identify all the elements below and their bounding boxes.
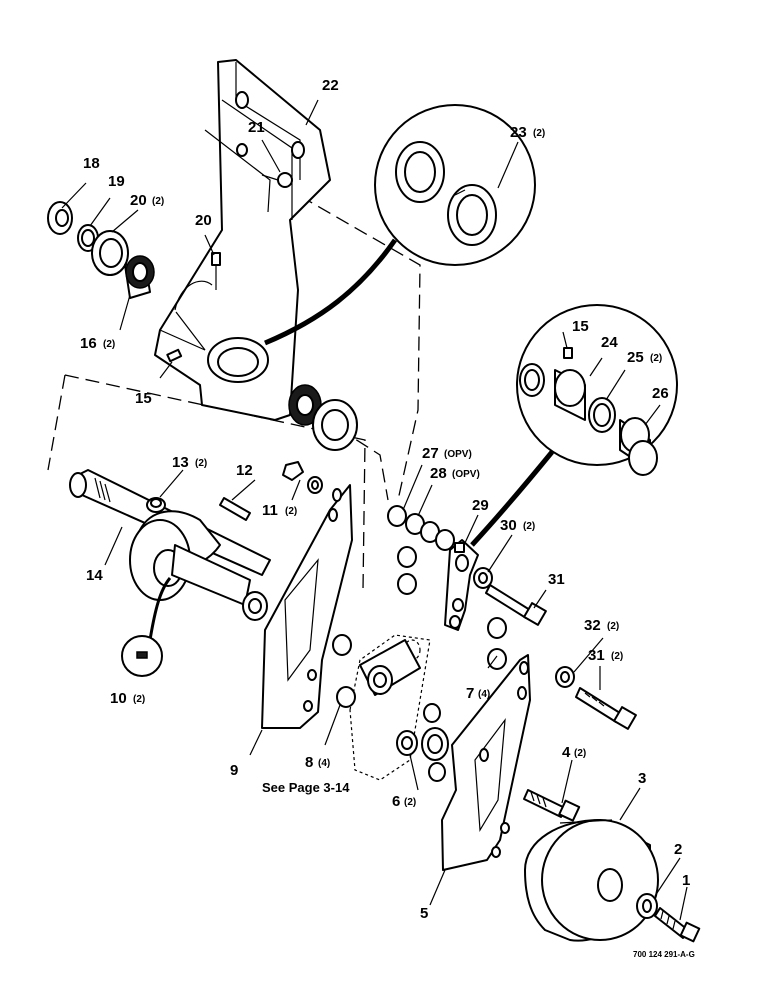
callout-8-qty: (4) [318, 758, 330, 769]
pivot-block-29 [444, 539, 479, 631]
bolt-1 [654, 907, 701, 943]
callout-16: 16 [80, 335, 97, 352]
callout-32-qty: (2) [607, 621, 619, 632]
callout-6: 6 [392, 793, 400, 810]
callout-30: 30 [500, 517, 517, 534]
callout-10: 10 [110, 690, 127, 707]
bushing-6 [396, 727, 449, 761]
callout-labels: 22 21 20 18 19 20 (2) 16 (2) 15 23 (2) 1… [80, 77, 695, 959]
bearing-cup-23 [395, 141, 497, 246]
callout-30-qty: (2) [523, 521, 535, 532]
spacer-8 [332, 634, 446, 782]
callout-29: 29 [472, 497, 489, 514]
grease-fitting-20 [211, 252, 221, 290]
callout-31: 31 [548, 571, 565, 588]
callout-15-left: 15 [135, 390, 152, 407]
callout-3: 3 [638, 770, 646, 787]
seal-19 [91, 230, 129, 276]
washer-2 [636, 893, 658, 919]
seal-25 [588, 397, 616, 433]
callout-2: 2 [674, 841, 682, 858]
spacer-7 [487, 617, 507, 670]
callout-12: 12 [236, 462, 253, 479]
callout-25-qty: (2) [650, 353, 662, 364]
washer-32 [555, 666, 575, 688]
callout-13-qty: (2) [195, 458, 207, 469]
callout-31-lower: 31 [588, 647, 605, 664]
nut-17 [47, 201, 73, 235]
callout-10-qty: (2) [133, 694, 145, 705]
callout-5: 5 [420, 905, 428, 922]
grease-fitting-15-detail [563, 347, 573, 359]
frame-weldment [154, 59, 331, 421]
washer-27-28 [387, 505, 455, 551]
arm-9 [261, 484, 353, 729]
callout-23: 23 [510, 124, 527, 141]
callout-14: 14 [86, 567, 103, 584]
callout-23-qty: (2) [533, 128, 545, 139]
bolt-31 [485, 584, 547, 626]
leader-lines [61, 99, 688, 921]
bearing-cone-16 [124, 255, 155, 299]
key-12 [219, 497, 251, 521]
shaft-bushing [242, 591, 268, 621]
callout-27-qty: (OPV) [444, 449, 472, 460]
callout-13: 13 [172, 454, 189, 471]
callout-6-qty: (2) [404, 797, 416, 808]
callout-4: 4 [562, 744, 571, 761]
callout-11: 11 [262, 502, 278, 519]
drawing-code: 700 124 291-A-G [633, 950, 695, 959]
callout-4-qty: (2) [574, 748, 586, 759]
callout-20: 20 [195, 212, 212, 229]
callout-17: 18 [83, 155, 100, 172]
callout-19-qty: (2) [152, 196, 164, 207]
callout-32: 32 [584, 617, 601, 634]
key-detail-10 [121, 577, 172, 677]
seal-ring-left [519, 363, 545, 397]
callout-27: 27 [422, 445, 439, 462]
callout-24: 24 [601, 334, 618, 351]
callout-16-qty: (2) [103, 339, 115, 350]
callout-15-detail: 15 [572, 318, 589, 335]
detail-circle-bearing-cups [264, 104, 536, 346]
bushing-26 [619, 417, 658, 476]
callout-9: 9 [230, 762, 238, 779]
callout-8: 8 [305, 754, 313, 771]
hub-flange [129, 510, 251, 606]
washer-30 [473, 567, 493, 589]
callout-28-qty: (OPV) [452, 469, 480, 480]
detail-circle-bushings [470, 304, 678, 547]
callout-26: 26 [652, 385, 669, 402]
callout-21: 21 [248, 119, 265, 136]
bolt-4 [523, 789, 581, 822]
callout-22: 22 [322, 77, 339, 94]
bearing-cone-16-right [288, 384, 358, 451]
callout-11-qty: (2) [285, 506, 297, 517]
arm-5 [441, 654, 531, 871]
callout-7: 7 [466, 685, 474, 702]
callout-31-lower-qty: (2) [611, 651, 623, 662]
link-body [359, 639, 421, 696]
bushing-24 [554, 369, 586, 421]
counterweight-3 [524, 819, 659, 942]
callout-28: 28 [430, 465, 447, 482]
spacer-7-upper [397, 546, 417, 595]
nut-11 [282, 461, 323, 494]
grease-fitting-15 [166, 348, 183, 363]
callout-1: 1 [682, 872, 690, 889]
bolt-31-lower [575, 687, 637, 730]
callout-7-qty: (4) [478, 689, 490, 700]
bolt-21 [261, 172, 293, 188]
callout-19: 20 [130, 192, 147, 209]
callout-25: 25 [627, 349, 644, 366]
callout-18: 19 [108, 173, 125, 190]
see-page-note: See Page 3-14 [262, 780, 350, 795]
nut-13 [146, 497, 166, 513]
